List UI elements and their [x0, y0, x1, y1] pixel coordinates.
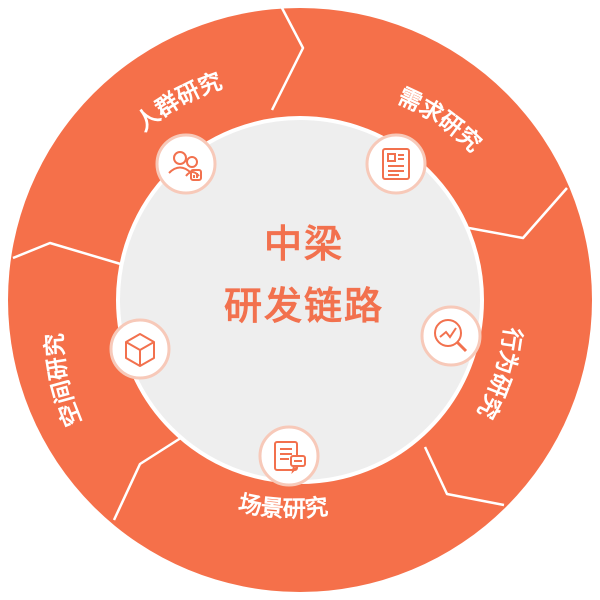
- center-title-line1: 中梁: [264, 222, 344, 266]
- separator-left: [12, 241, 125, 267]
- cube-icon: [109, 318, 171, 380]
- separator-bottom-right: [423, 446, 505, 507]
- separator-right: [457, 187, 568, 240]
- document-list-icon: [365, 133, 427, 195]
- separator-bottom-left: [112, 425, 199, 521]
- magnifier-trend-icon: [420, 305, 482, 367]
- people-analytics-icon: [155, 133, 217, 195]
- separator-top: [270, 7, 305, 111]
- clipboard-chat-icon: [258, 425, 320, 487]
- segment-separators: [12, 7, 568, 521]
- center-title-line2: 研发链路: [224, 284, 384, 328]
